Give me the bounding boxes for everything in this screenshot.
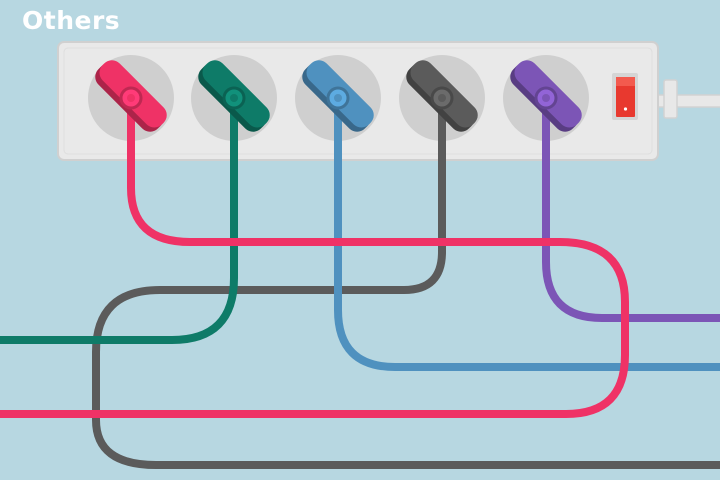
green-cable	[0, 96, 238, 344]
power-cord	[655, 79, 720, 119]
plugs	[95, 60, 582, 132]
page-title: Others	[22, 6, 121, 35]
pink-cable	[0, 96, 629, 418]
green-plug-cable-core	[230, 94, 238, 102]
pink-plug-cable-core	[127, 94, 135, 102]
power-switch[interactable]	[612, 73, 638, 120]
purple-plug-cable-core	[542, 94, 550, 102]
purple-cable	[542, 96, 720, 322]
gray-plug-cable-core	[438, 94, 446, 102]
cables	[0, 96, 720, 469]
gray-cable	[92, 96, 720, 469]
blue-cable	[334, 96, 720, 371]
blue-plug-cable-core	[334, 94, 342, 102]
